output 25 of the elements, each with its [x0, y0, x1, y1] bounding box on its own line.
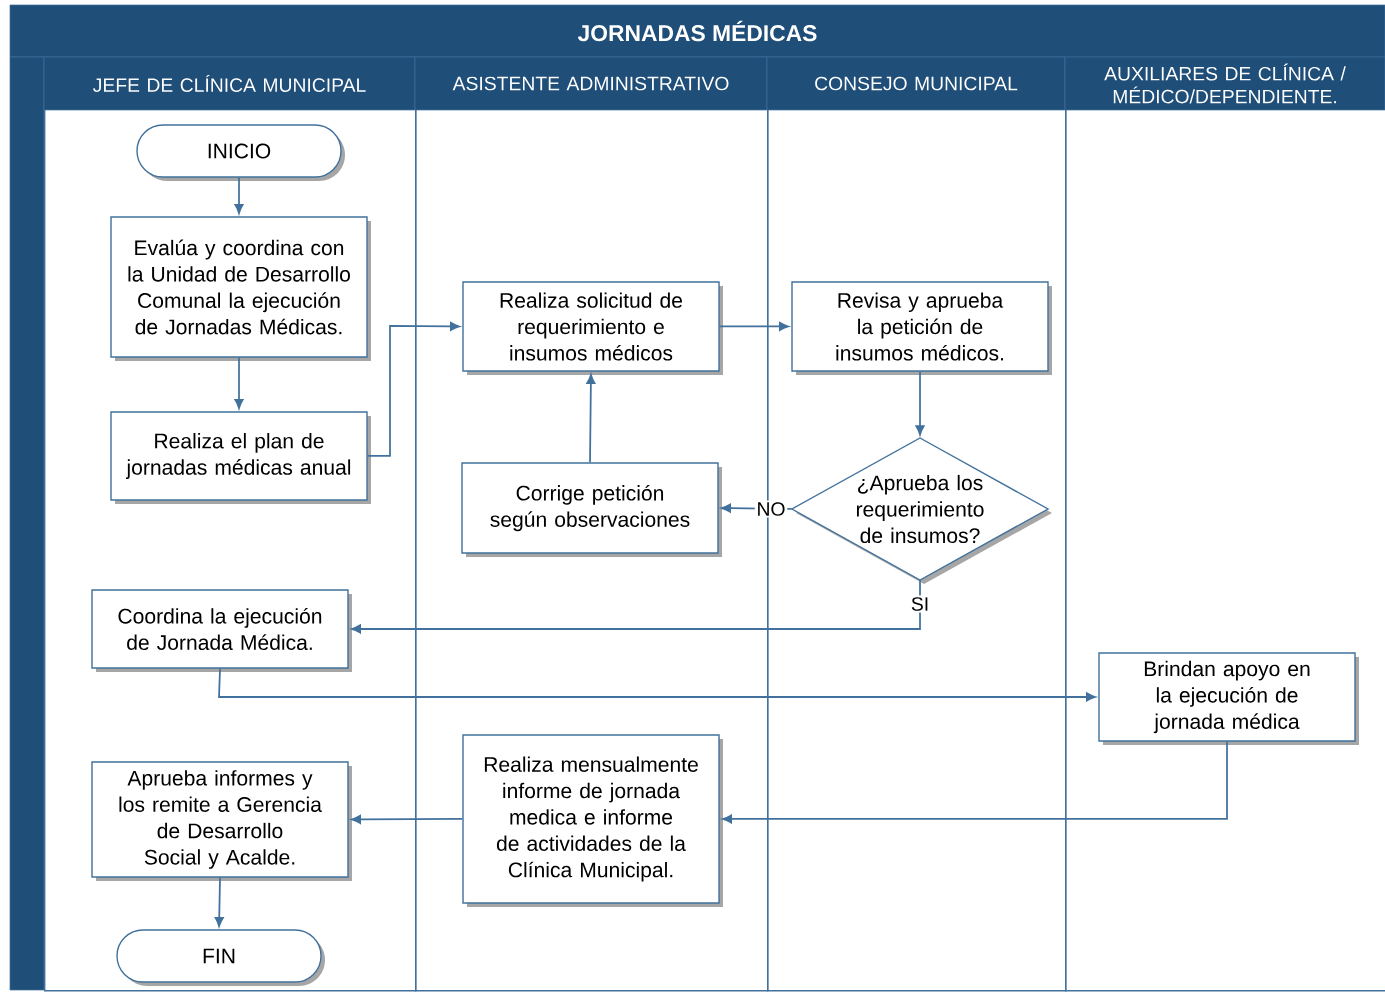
edge-label: SI	[909, 595, 931, 613]
arrow	[718, 322, 789, 331]
arrow	[586, 374, 596, 464]
arrow	[366, 321, 460, 457]
arrow	[218, 667, 1096, 702]
process-box: Brindan apoyo en la ejecución de jornada médica	[1098, 652, 1359, 745]
node-label: FIN	[203, 948, 235, 964]
process-box: Realiza mensualmente informe de jornada medica e informe de actividades de la Clínica Municipal.	[462, 734, 723, 907]
process-box: Revisa y aprueba la petición de insumos médicos.	[791, 281, 1052, 375]
process-box: Coordina la ejecución de Jornada Médica.	[91, 589, 352, 672]
process-box: Evalúa y coordina con la Unidad de Desarrollo Comunal la ejecución de Jornadas Médicas.	[110, 216, 371, 361]
arrow	[722, 740, 1228, 824]
arrow	[351, 579, 921, 634]
process-box: Realiza solicitud de requerimiento e insumos médicos	[462, 281, 723, 375]
arrow	[234, 356, 244, 409]
edge-label: NO	[754, 500, 788, 518]
arrow	[214, 876, 224, 927]
arrow	[234, 176, 244, 214]
process-box: Realiza el plan de jornadas médicas anual	[110, 411, 371, 504]
arrow	[915, 370, 925, 436]
arrow	[351, 814, 464, 824]
process-box: Aprueba informes y los remite a Gerencia de Desarrollo Social y Acalde.	[91, 761, 352, 881]
terminator: INICIO	[136, 124, 345, 181]
terminator: FIN	[116, 929, 325, 986]
process-box: Corrige petición según observaciones	[461, 462, 722, 557]
